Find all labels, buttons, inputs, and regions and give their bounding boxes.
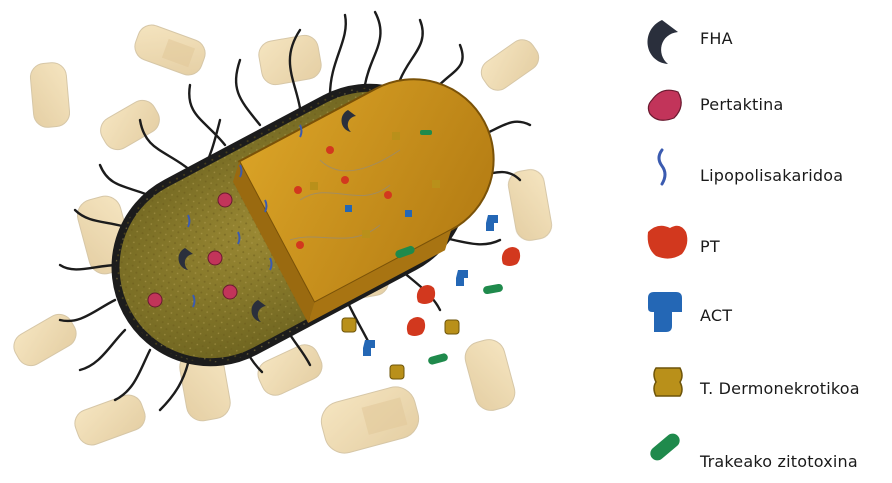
legend-label: Pertaktina bbox=[700, 95, 784, 114]
legend-item-pertaktina: Pertaktina bbox=[642, 86, 892, 126]
legend-item-lipopolisakaridoa: Lipopolisakaridoa bbox=[642, 157, 892, 197]
pertussis-toxin-icon bbox=[326, 146, 334, 154]
host-cell bbox=[9, 309, 81, 370]
dermonecrotic-toxin-icon bbox=[432, 180, 440, 188]
adenylate-cyclase-toxin-icon bbox=[486, 215, 498, 231]
dermonecrotic-toxin-icon bbox=[342, 318, 356, 332]
adenylate-cyclase-toxin-icon bbox=[405, 210, 412, 217]
host-cell bbox=[506, 167, 554, 242]
legend-label: FHA bbox=[700, 29, 733, 48]
dermonecrotic-toxin-icon bbox=[445, 320, 459, 334]
pertussis-toxin-icon bbox=[296, 241, 304, 249]
legend-label: Lipopolisakaridoa bbox=[700, 166, 843, 185]
pertactin-icon bbox=[218, 193, 232, 207]
legend-item-pt: PT bbox=[642, 228, 892, 268]
pertactin-icon bbox=[223, 285, 237, 299]
pertussis-toxin-icon bbox=[384, 191, 392, 199]
legend-item-dermonekrotikoa: T. Dermonekrotikoa bbox=[642, 370, 892, 410]
legend-label: Trakeako zitotoxina bbox=[700, 452, 858, 471]
pertussis-toxin-icon bbox=[407, 317, 425, 336]
tracheal-cytotoxin-icon bbox=[482, 283, 503, 294]
pertussis-toxin-icon bbox=[417, 285, 435, 304]
host-cell bbox=[29, 62, 70, 129]
host-cell bbox=[71, 391, 149, 449]
legend-label: PT bbox=[700, 237, 720, 256]
pertactin-icon bbox=[148, 293, 162, 307]
legend-item-act: ACT bbox=[642, 297, 892, 337]
host-cell bbox=[462, 336, 519, 414]
dermonecrotic-toxin-icon bbox=[362, 230, 370, 238]
dermonecrotic-toxin-icon bbox=[392, 132, 400, 140]
legend-item-fha: FHA bbox=[642, 20, 892, 60]
dermonecrotic-toxin-icon bbox=[390, 365, 404, 379]
adenylate-cyclase-toxin-icon bbox=[456, 270, 468, 286]
bacterium bbox=[82, 38, 529, 396]
dermonecrotic-toxin-icon bbox=[310, 182, 318, 190]
pertussis-toxin-icon bbox=[294, 186, 302, 194]
legend-label: ACT bbox=[700, 306, 732, 325]
host-cell bbox=[317, 382, 423, 457]
pertussis-toxin-icon bbox=[341, 176, 349, 184]
legend-label: T. Dermonekrotikoa bbox=[700, 379, 860, 398]
tracheal-cytotoxin-icon bbox=[427, 353, 448, 366]
pertactin-icon bbox=[208, 251, 222, 265]
pertussis-toxin-icon bbox=[502, 247, 520, 266]
host-cell bbox=[476, 35, 544, 96]
legend-item-trakeako-zitotoxina: Trakeako zitotoxina bbox=[642, 443, 892, 483]
adenylate-cyclase-toxin-icon bbox=[363, 340, 375, 356]
adenylate-cyclase-toxin-icon bbox=[345, 205, 352, 212]
tracheal-cytotoxin-icon bbox=[420, 130, 432, 135]
host-cell bbox=[131, 21, 209, 79]
